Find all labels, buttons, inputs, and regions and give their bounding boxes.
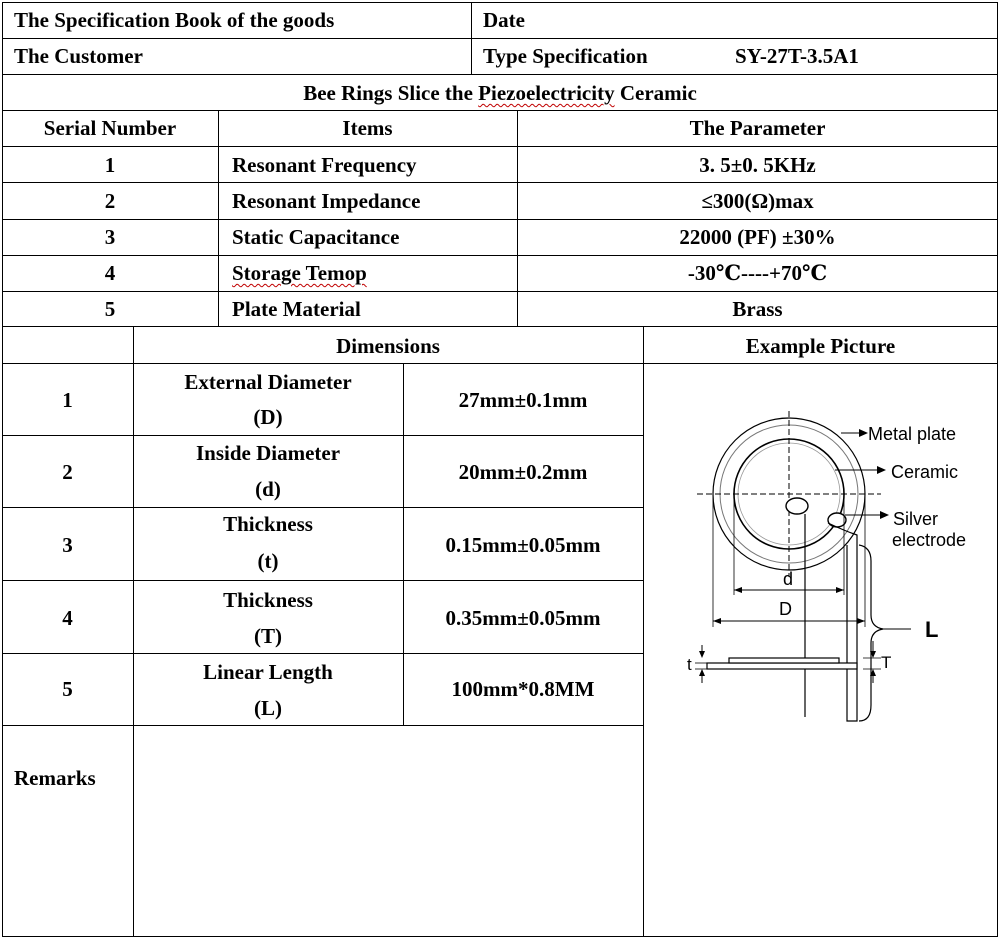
product-title-mark: Piezoelectricity xyxy=(478,81,615,105)
param-row-value: 3. 5±0. 5KHz xyxy=(699,153,816,177)
date-label: Date xyxy=(483,8,525,32)
rule xyxy=(2,38,998,39)
param-row-value: -30℃----+70℃ xyxy=(687,261,828,285)
book-title: The Specification Book of the goods xyxy=(14,8,335,32)
col-items: Items xyxy=(342,116,393,140)
side-view-plate xyxy=(706,662,858,670)
label-ceramic: Ceramic xyxy=(891,462,958,482)
rule xyxy=(2,580,644,581)
dim-row-symbol: (d) xyxy=(255,477,281,501)
dim-row-name: Inside Diameter xyxy=(195,441,341,465)
param-row-value: ≤300(Ω)max xyxy=(701,189,814,213)
lead-wire xyxy=(827,522,858,722)
col-parameter: The Parameter xyxy=(689,116,826,140)
rule xyxy=(2,326,998,327)
product-title: Bee Rings Slice the Piezoelectricity Cer… xyxy=(2,81,998,105)
brace-L xyxy=(858,544,884,722)
dim-row-symbol: (L) xyxy=(254,696,282,720)
dim-row-num: 2 xyxy=(62,460,73,484)
rule xyxy=(2,110,998,111)
dim-row-value: 0.15mm±0.05mm xyxy=(445,533,601,557)
label-d: d xyxy=(783,569,793,589)
param-row-value: Brass xyxy=(732,297,783,321)
param-row-item: Resonant Impedance xyxy=(232,189,421,213)
product-title-pre: Bee Rings Slice the xyxy=(303,81,479,105)
remarks-area xyxy=(134,726,643,936)
arrow-head xyxy=(859,429,868,437)
dim-row-name: External Diameter xyxy=(184,370,352,394)
label-D: D xyxy=(779,599,792,619)
rule xyxy=(403,363,404,725)
dim-row-name: Thickness xyxy=(223,588,313,612)
param-row-num: 1 xyxy=(104,153,116,177)
param-row-item: Storage Temop xyxy=(232,261,367,285)
rule xyxy=(517,110,518,326)
rule xyxy=(997,2,998,937)
label-silver: Silver xyxy=(893,509,938,529)
dim-row-symbol: (T) xyxy=(254,624,282,648)
model-number: SY-27T-3.5A1 xyxy=(735,44,859,68)
rule xyxy=(643,326,644,936)
param-row-num: 3 xyxy=(104,225,116,249)
label-L: L xyxy=(925,617,938,642)
rule xyxy=(2,255,998,256)
param-row-num: 5 xyxy=(104,297,116,321)
col-dimensions: Dimensions xyxy=(336,334,440,358)
rule xyxy=(2,74,998,75)
dim-row-num: 5 xyxy=(62,677,73,701)
dim-row-num: 3 xyxy=(62,533,73,557)
param-row-num: 2 xyxy=(104,189,116,213)
rule xyxy=(2,291,998,292)
rule xyxy=(471,2,472,74)
product-title-post: Ceramic xyxy=(614,81,697,105)
dim-row-value: 100mm*0.8MM xyxy=(451,677,595,701)
param-row-value: 22000 (PF) ±30% xyxy=(679,225,836,249)
rule xyxy=(133,326,134,936)
dim-row-name: Linear Length xyxy=(203,660,333,684)
rule xyxy=(2,146,998,147)
param-row-item: Resonant Frequency xyxy=(232,153,417,177)
side-view-ceramic xyxy=(728,657,840,664)
rule xyxy=(2,2,3,937)
rule xyxy=(2,182,998,183)
rule xyxy=(2,435,644,436)
dim-row-num: 1 xyxy=(62,388,73,412)
rule xyxy=(2,725,644,726)
rule xyxy=(2,653,644,654)
col-example-picture: Example Picture xyxy=(745,334,896,358)
label-electrode: electrode xyxy=(892,530,966,550)
arrow-head xyxy=(880,511,889,519)
remarks-label: Remarks xyxy=(14,766,96,790)
col-serial-number: Serial Number xyxy=(43,116,177,140)
dim-row-value: 27mm±0.1mm xyxy=(458,388,588,412)
label-t: t xyxy=(687,655,692,674)
rule xyxy=(2,936,998,937)
dim-row-num: 4 xyxy=(62,606,73,630)
rule xyxy=(2,219,998,220)
label-metal-plate: Metal plate xyxy=(868,424,956,444)
solder-point-ceramic xyxy=(785,497,809,515)
param-row-num: 4 xyxy=(104,261,116,285)
dim-row-value: 20mm±0.2mm xyxy=(458,460,588,484)
label-T: T xyxy=(881,653,891,672)
arrow-head xyxy=(877,466,886,474)
dim-row-name: Thickness xyxy=(223,512,313,536)
dim-row-symbol: (t) xyxy=(257,549,279,573)
piezo-diagram: Metal plate Ceramic Silver electrode d D… xyxy=(687,411,966,722)
dim-row-value: 0.35mm±0.05mm xyxy=(445,606,601,630)
rule xyxy=(2,2,998,3)
dim-row-symbol: (D) xyxy=(253,405,283,429)
rule xyxy=(2,507,644,508)
type-spec-label: Type Specification xyxy=(483,44,648,68)
rule xyxy=(2,363,998,364)
param-row-item: Plate Material xyxy=(232,297,361,321)
param-row-item: Static Capacitance xyxy=(232,225,400,249)
rule xyxy=(218,110,219,326)
customer-label: The Customer xyxy=(14,44,143,68)
